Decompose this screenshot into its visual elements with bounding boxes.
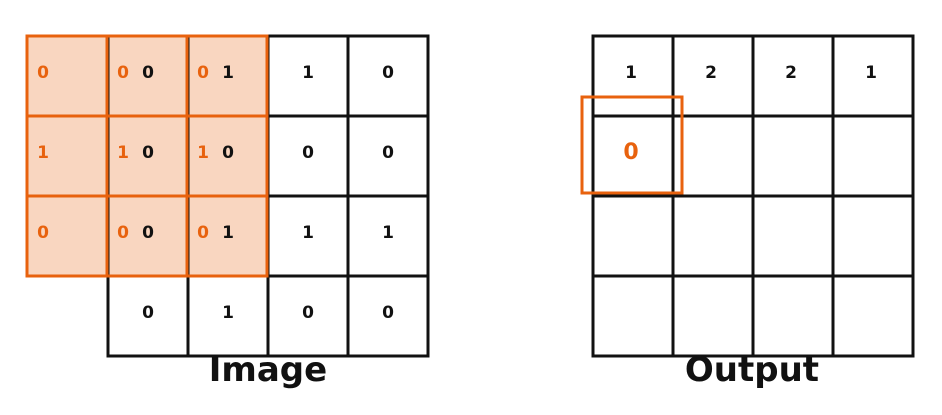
kernel-value: 0 (117, 63, 129, 83)
image-value: 0 (382, 143, 394, 163)
image-value: 0 (142, 63, 154, 83)
image-value: 0 (142, 303, 154, 323)
output-cell (671, 274, 755, 358)
output-cell (831, 194, 915, 278)
kernel-value: 1 (197, 143, 209, 163)
kernel-overlay-border (25, 34, 269, 278)
image-value: 0 (142, 223, 154, 243)
output-cell (591, 194, 675, 278)
image-cell (346, 274, 430, 358)
image-value: 1 (302, 63, 314, 83)
output-cell (751, 114, 835, 198)
output-caption: Output (684, 350, 820, 390)
image-value: 0 (382, 303, 394, 323)
output-value: 1 (865, 63, 877, 83)
output-grid (591, 34, 915, 358)
output-value: 2 (785, 63, 797, 83)
kernel-value: 1 (117, 143, 129, 163)
kernel-value: 0 (197, 63, 209, 83)
output-focus-box (580, 95, 684, 195)
image-value: 1 (302, 223, 314, 243)
kernel-value: 0 (37, 223, 49, 243)
kernel-value: 0 (197, 223, 209, 243)
kernel-value: 0 (37, 63, 49, 83)
kernel-cell (185, 194, 269, 278)
kernel-value: 0 (117, 223, 129, 243)
image-value: 1 (382, 223, 394, 243)
output-values: 1 2 2 1 0 (623, 63, 877, 165)
image-value: 1 (222, 303, 234, 323)
image-caption: Image (208, 350, 328, 390)
output-cell (751, 274, 835, 358)
image-value: 0 (382, 63, 394, 83)
output-cell (671, 194, 755, 278)
kernel-overlay-fill (27, 36, 267, 276)
image-value: 0 (222, 143, 234, 163)
image-value: 0 (302, 303, 314, 323)
output-focus-rect (580, 95, 684, 195)
output-cell (751, 194, 835, 278)
kernel-value: 1 (37, 143, 49, 163)
image-value: 0 (142, 143, 154, 163)
image-value: 1 (222, 63, 234, 83)
output-cell (591, 274, 675, 358)
kernel-fill-rect (27, 36, 267, 276)
output-focus-value: 0 (623, 140, 638, 165)
output-cell (831, 274, 915, 358)
output-value: 1 (625, 63, 637, 83)
image-value: 0 (302, 143, 314, 163)
image-value: 1 (222, 223, 234, 243)
output-value: 2 (705, 63, 717, 83)
output-cell (831, 114, 915, 198)
output-cell (671, 114, 755, 198)
